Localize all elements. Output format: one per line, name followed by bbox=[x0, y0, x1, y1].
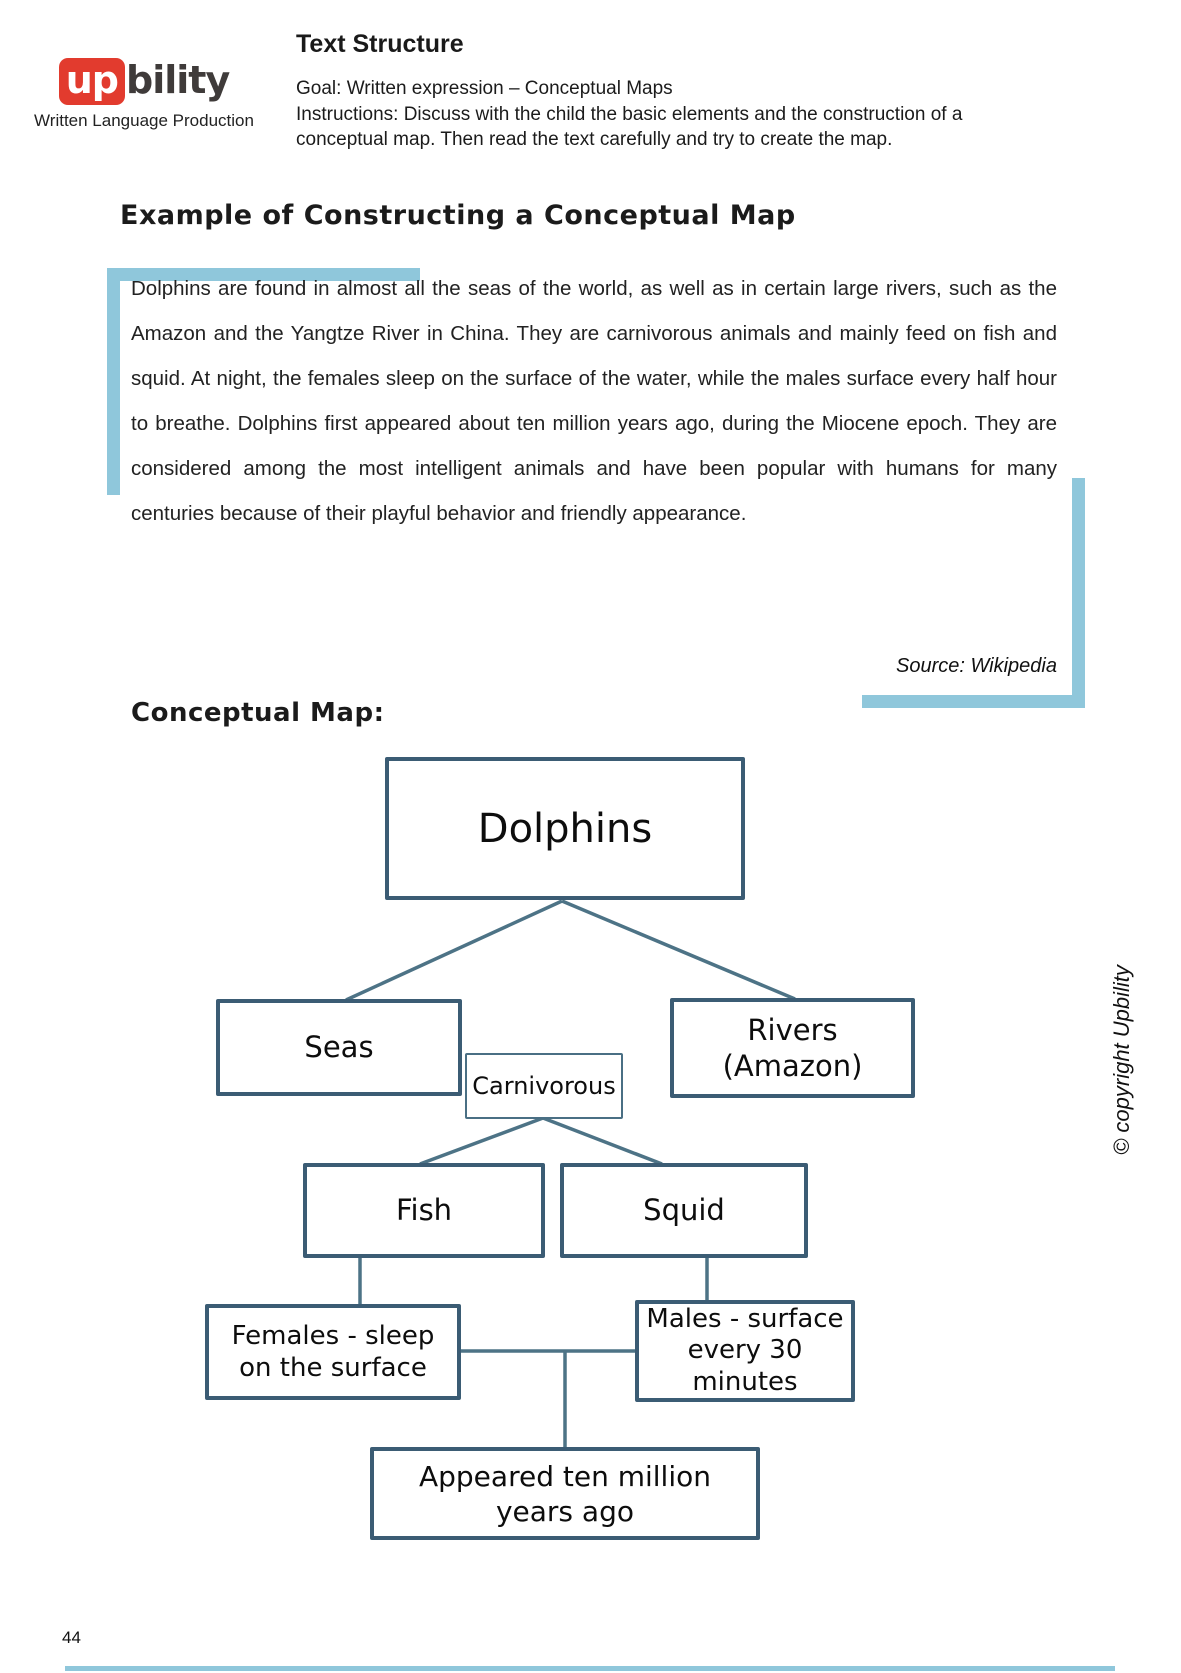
accent-bar-left-vertical bbox=[107, 268, 120, 495]
worksheet-header: Text Structure Goal: Written expression … bbox=[296, 30, 996, 152]
node-females-line1: Females - sleep bbox=[231, 1320, 435, 1351]
bottom-accent-bar bbox=[65, 1666, 1115, 1671]
node-males-line2: every 30 bbox=[687, 1335, 803, 1366]
node-squid-label: Squid bbox=[643, 1193, 725, 1228]
logo-tagline: Written Language Production bbox=[34, 111, 254, 130]
node-fish: Fish bbox=[303, 1163, 545, 1258]
conceptual-map-label: Conceptual Map: bbox=[131, 698, 385, 728]
accent-bar-right-vertical bbox=[1072, 478, 1085, 708]
logo-up-badge: up bbox=[58, 58, 126, 105]
instructions-text: Instructions: Discuss with the child the… bbox=[296, 104, 963, 150]
node-carnivorous: Carnivorous bbox=[465, 1053, 623, 1119]
dolphin-paragraph: Dolphins are found in almost all the sea… bbox=[131, 277, 1057, 525]
copyright-vertical-text: © copyright Upbility bbox=[1109, 965, 1134, 1155]
page-number: 44 bbox=[62, 1628, 81, 1647]
node-appeared-line1: Appeared ten million bbox=[418, 1459, 711, 1493]
node-females: Females - sleep on the surface bbox=[205, 1304, 461, 1400]
node-dolphins: Dolphins bbox=[385, 757, 745, 900]
example-heading: Example of Constructing a Conceptual Map bbox=[120, 200, 796, 231]
node-rivers-label: Rivers (Amazon) bbox=[723, 1012, 863, 1085]
node-males-line3: minutes bbox=[692, 1366, 798, 1397]
node-females-label: Females - sleep on the surface bbox=[232, 1320, 435, 1385]
node-appeared-label: Appeared ten million years ago bbox=[419, 1459, 711, 1529]
node-fish-label: Fish bbox=[395, 1193, 453, 1228]
node-seas: Seas bbox=[216, 999, 462, 1096]
node-appeared: Appeared ten million years ago bbox=[370, 1447, 760, 1540]
node-rivers: Rivers (Amazon) bbox=[670, 998, 915, 1098]
accent-bar-top-horizontal bbox=[107, 268, 420, 281]
node-seas-label: Seas bbox=[304, 1030, 374, 1065]
node-males: Males - surface every 30 minutes bbox=[635, 1300, 855, 1402]
connector-carnivorous-squid bbox=[542, 1116, 663, 1166]
node-rivers-line1: Rivers bbox=[747, 1012, 838, 1047]
node-males-line1: Males - surface bbox=[646, 1304, 844, 1335]
node-appeared-line2: years ago bbox=[495, 1494, 634, 1528]
connector-dolphins-seas bbox=[345, 899, 563, 1002]
logo-rest-text: bility bbox=[126, 58, 230, 102]
connector-dolphins-rivers bbox=[561, 899, 796, 1001]
source-caption: Source: Wikipedia bbox=[895, 655, 1057, 677]
node-dolphins-label: Dolphins bbox=[477, 805, 653, 852]
page-title: Text Structure bbox=[296, 30, 464, 58]
node-carnivorous-label: Carnivorous bbox=[472, 1072, 616, 1100]
node-squid: Squid bbox=[560, 1163, 808, 1258]
connector-carnivorous-fish bbox=[419, 1116, 544, 1166]
node-males-label: Males - surface every 30 minutes bbox=[646, 1304, 843, 1398]
accent-bar-bottom-horizontal bbox=[862, 695, 1085, 708]
node-rivers-line2: (Amazon) bbox=[722, 1049, 863, 1083]
goal-text: Goal: Written expression – Conceptual Ma… bbox=[296, 78, 673, 99]
node-females-line2: on the surface bbox=[239, 1353, 427, 1383]
